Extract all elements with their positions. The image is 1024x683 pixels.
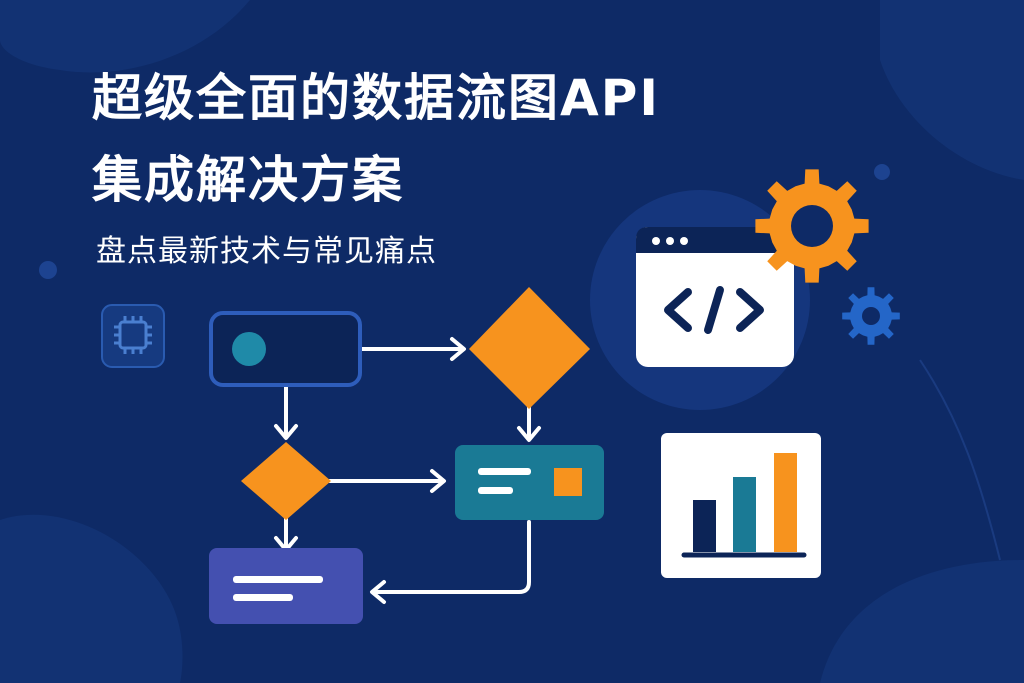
bar-chart-bar: [774, 453, 797, 552]
flow-decision-diamond-left: [241, 442, 331, 520]
code-window-icon: [636, 227, 794, 367]
page-title-line-2: 集成解决方案: [92, 151, 404, 209]
bar-chart-icon: [661, 433, 821, 578]
page-title-line-1: 超级全面的数据流图API: [92, 69, 660, 127]
bar-chart-bar: [733, 477, 756, 552]
gear-icon: [842, 287, 900, 345]
flow-decision-diamond-top: [469, 287, 590, 409]
flow-connectors: [274, 337, 541, 604]
cpu-chip-icon: [101, 304, 165, 368]
flow-output-node: [209, 548, 363, 624]
gear-icon: [755, 169, 869, 283]
flow-start-node: [209, 311, 362, 387]
flow-process-node: [455, 445, 604, 520]
gear-hole: [791, 205, 833, 247]
gear-hole: [862, 307, 880, 325]
page-subtitle: 盘点最新技术与常见痛点: [96, 234, 437, 269]
bar-chart-bar: [693, 500, 716, 552]
arrow-process-to-output: [372, 520, 531, 594]
